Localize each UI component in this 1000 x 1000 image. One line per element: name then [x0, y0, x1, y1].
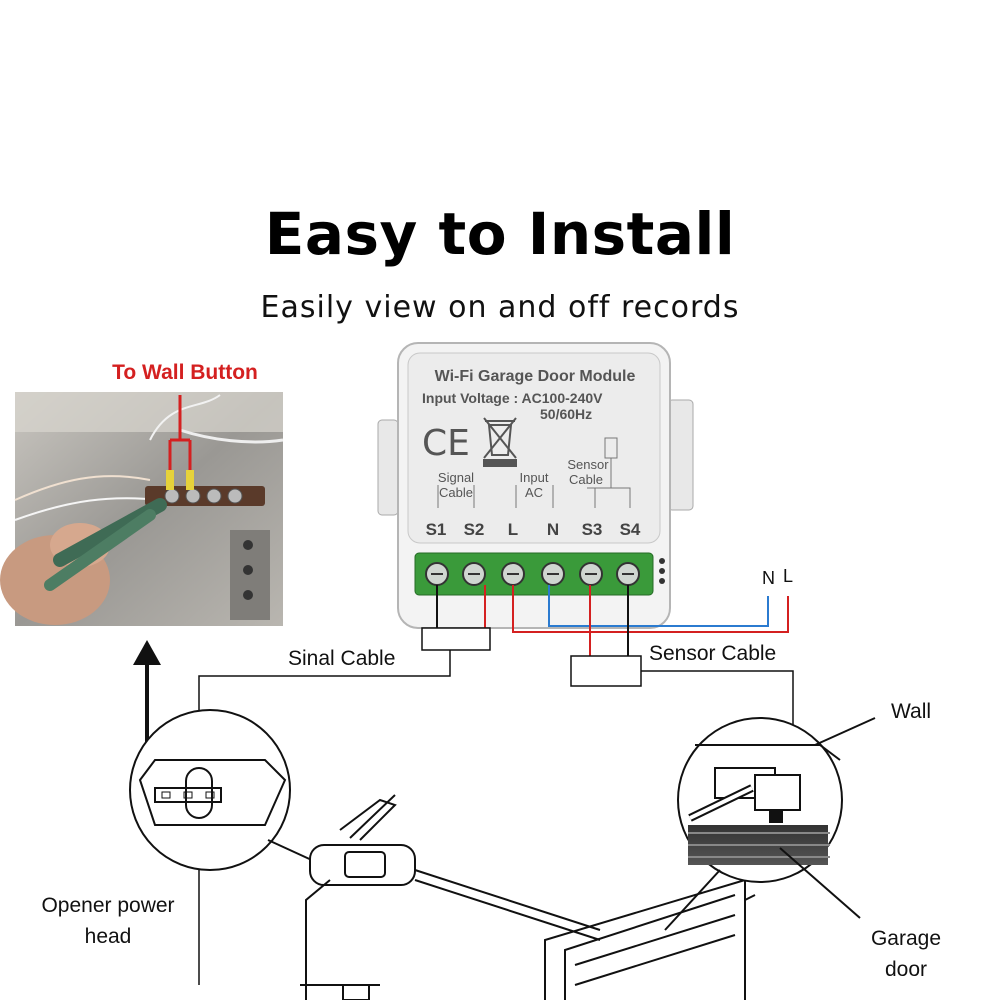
module-voltage: Input Voltage : AC100-240V	[422, 390, 603, 406]
signal-label-2: Cable	[439, 485, 473, 500]
terminal-block	[414, 552, 665, 596]
opener-label-1: Opener power	[41, 894, 174, 917]
sensor-label-2: Cable	[569, 472, 603, 487]
opener-label-2: head	[85, 925, 132, 948]
terminal-label-n: N	[547, 520, 559, 539]
photo-caption: To Wall Button	[112, 361, 258, 384]
opener-power-head	[309, 794, 601, 941]
sensor-label-1: Sensor	[567, 457, 609, 472]
garage-structure	[300, 878, 756, 1000]
garage-door-label-1: Garage	[871, 927, 941, 950]
wall-label: Wall	[891, 700, 931, 723]
installation-photo	[0, 392, 284, 626]
wiring	[436, 585, 789, 656]
module-internal-lines	[437, 437, 631, 508]
module-name: Wi-Fi Garage Door Module	[435, 368, 636, 385]
input-label-2: AC	[525, 485, 543, 500]
weee-bin-icon	[483, 417, 517, 467]
garage-door-label-2: door	[885, 958, 927, 981]
sensor-zoom-detail	[664, 717, 876, 931]
input-label-1: Input	[520, 470, 549, 485]
page-title: Easy to Install	[264, 200, 736, 268]
signal-cable-connector	[421, 627, 491, 651]
neutral-label: N	[762, 568, 775, 588]
terminal-label-l: L	[508, 520, 518, 539]
terminal-label-s1: S1	[426, 520, 447, 539]
terminal-label-s4: S4	[620, 520, 641, 539]
arrow-up-icon	[133, 640, 161, 665]
signal-label-1: Signal	[438, 470, 474, 485]
page-subtitle: Easily view on and off records	[260, 290, 740, 325]
live-label: L	[783, 566, 793, 586]
sensor-cable-label: Sensor Cable	[649, 642, 776, 665]
module-frequency: 50/60Hz	[540, 406, 592, 422]
signal-cable-label: Sinal Cable	[288, 647, 395, 670]
terminal-label-s3: S3	[582, 520, 603, 539]
opener-zoom-detail	[129, 709, 317, 871]
terminal-label-s2: S2	[464, 520, 485, 539]
sensor-cable-connector	[570, 655, 642, 687]
ce-mark: CE	[422, 423, 470, 464]
